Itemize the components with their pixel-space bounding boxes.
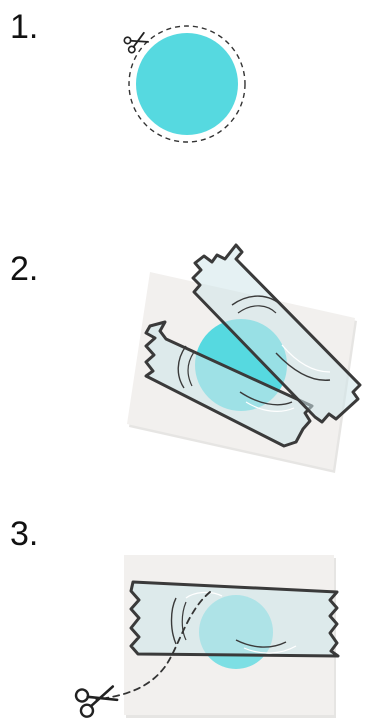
step-3-illustration — [0, 540, 365, 719]
scissors-icon — [74, 680, 119, 718]
scissors-icon — [123, 30, 149, 54]
cyan-circle — [136, 33, 238, 135]
tape-strip — [131, 582, 338, 656]
step-1-illustration — [0, 0, 365, 160]
step-2-illustration — [0, 230, 365, 480]
